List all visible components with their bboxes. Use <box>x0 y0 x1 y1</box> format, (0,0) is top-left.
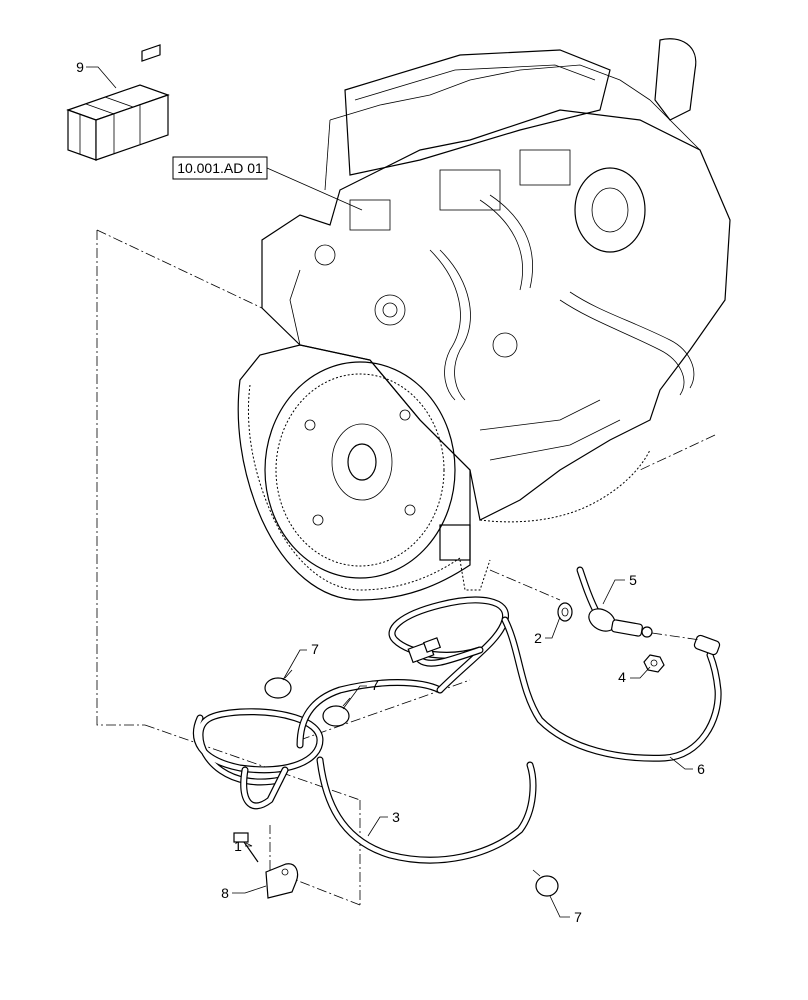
wiring-harness-3[interactable] <box>192 679 537 864</box>
reference-label: 10.001.AD 01 <box>177 160 263 176</box>
callout-3: 3 <box>392 809 400 825</box>
clip-8[interactable] <box>265 863 299 899</box>
washer-2[interactable] <box>557 602 573 622</box>
callout-5: 5 <box>629 572 637 588</box>
callout-1: 1 <box>234 838 242 854</box>
callout-9: 9 <box>76 59 84 75</box>
cable-tie-7b[interactable] <box>322 697 351 727</box>
callout-4: 4 <box>618 669 626 685</box>
wiring-harness-6[interactable] <box>388 596 722 762</box>
kit-box-9[interactable] <box>66 44 170 161</box>
callout-7c: 7 <box>574 909 582 925</box>
callout-7b: 7 <box>371 677 379 693</box>
bolt-1[interactable] <box>233 832 259 863</box>
sensor-5[interactable] <box>576 566 701 641</box>
cable-tie-7a[interactable] <box>264 669 293 699</box>
nut-4[interactable] <box>643 654 665 673</box>
leader-lines <box>86 66 693 918</box>
callout-2: 2 <box>534 630 542 646</box>
engine-assembly <box>237 38 731 601</box>
phantom-lines <box>96 229 716 906</box>
cable-tie-7c[interactable] <box>532 869 559 897</box>
callout-6: 6 <box>697 761 705 777</box>
callout-8: 8 <box>221 885 229 901</box>
callout-labels: 9 5 2 4 6 7 7 3 1 8 7 <box>76 59 705 925</box>
callout-7a: 7 <box>311 641 319 657</box>
reference-box[interactable]: 10.001.AD 01 <box>172 156 363 211</box>
